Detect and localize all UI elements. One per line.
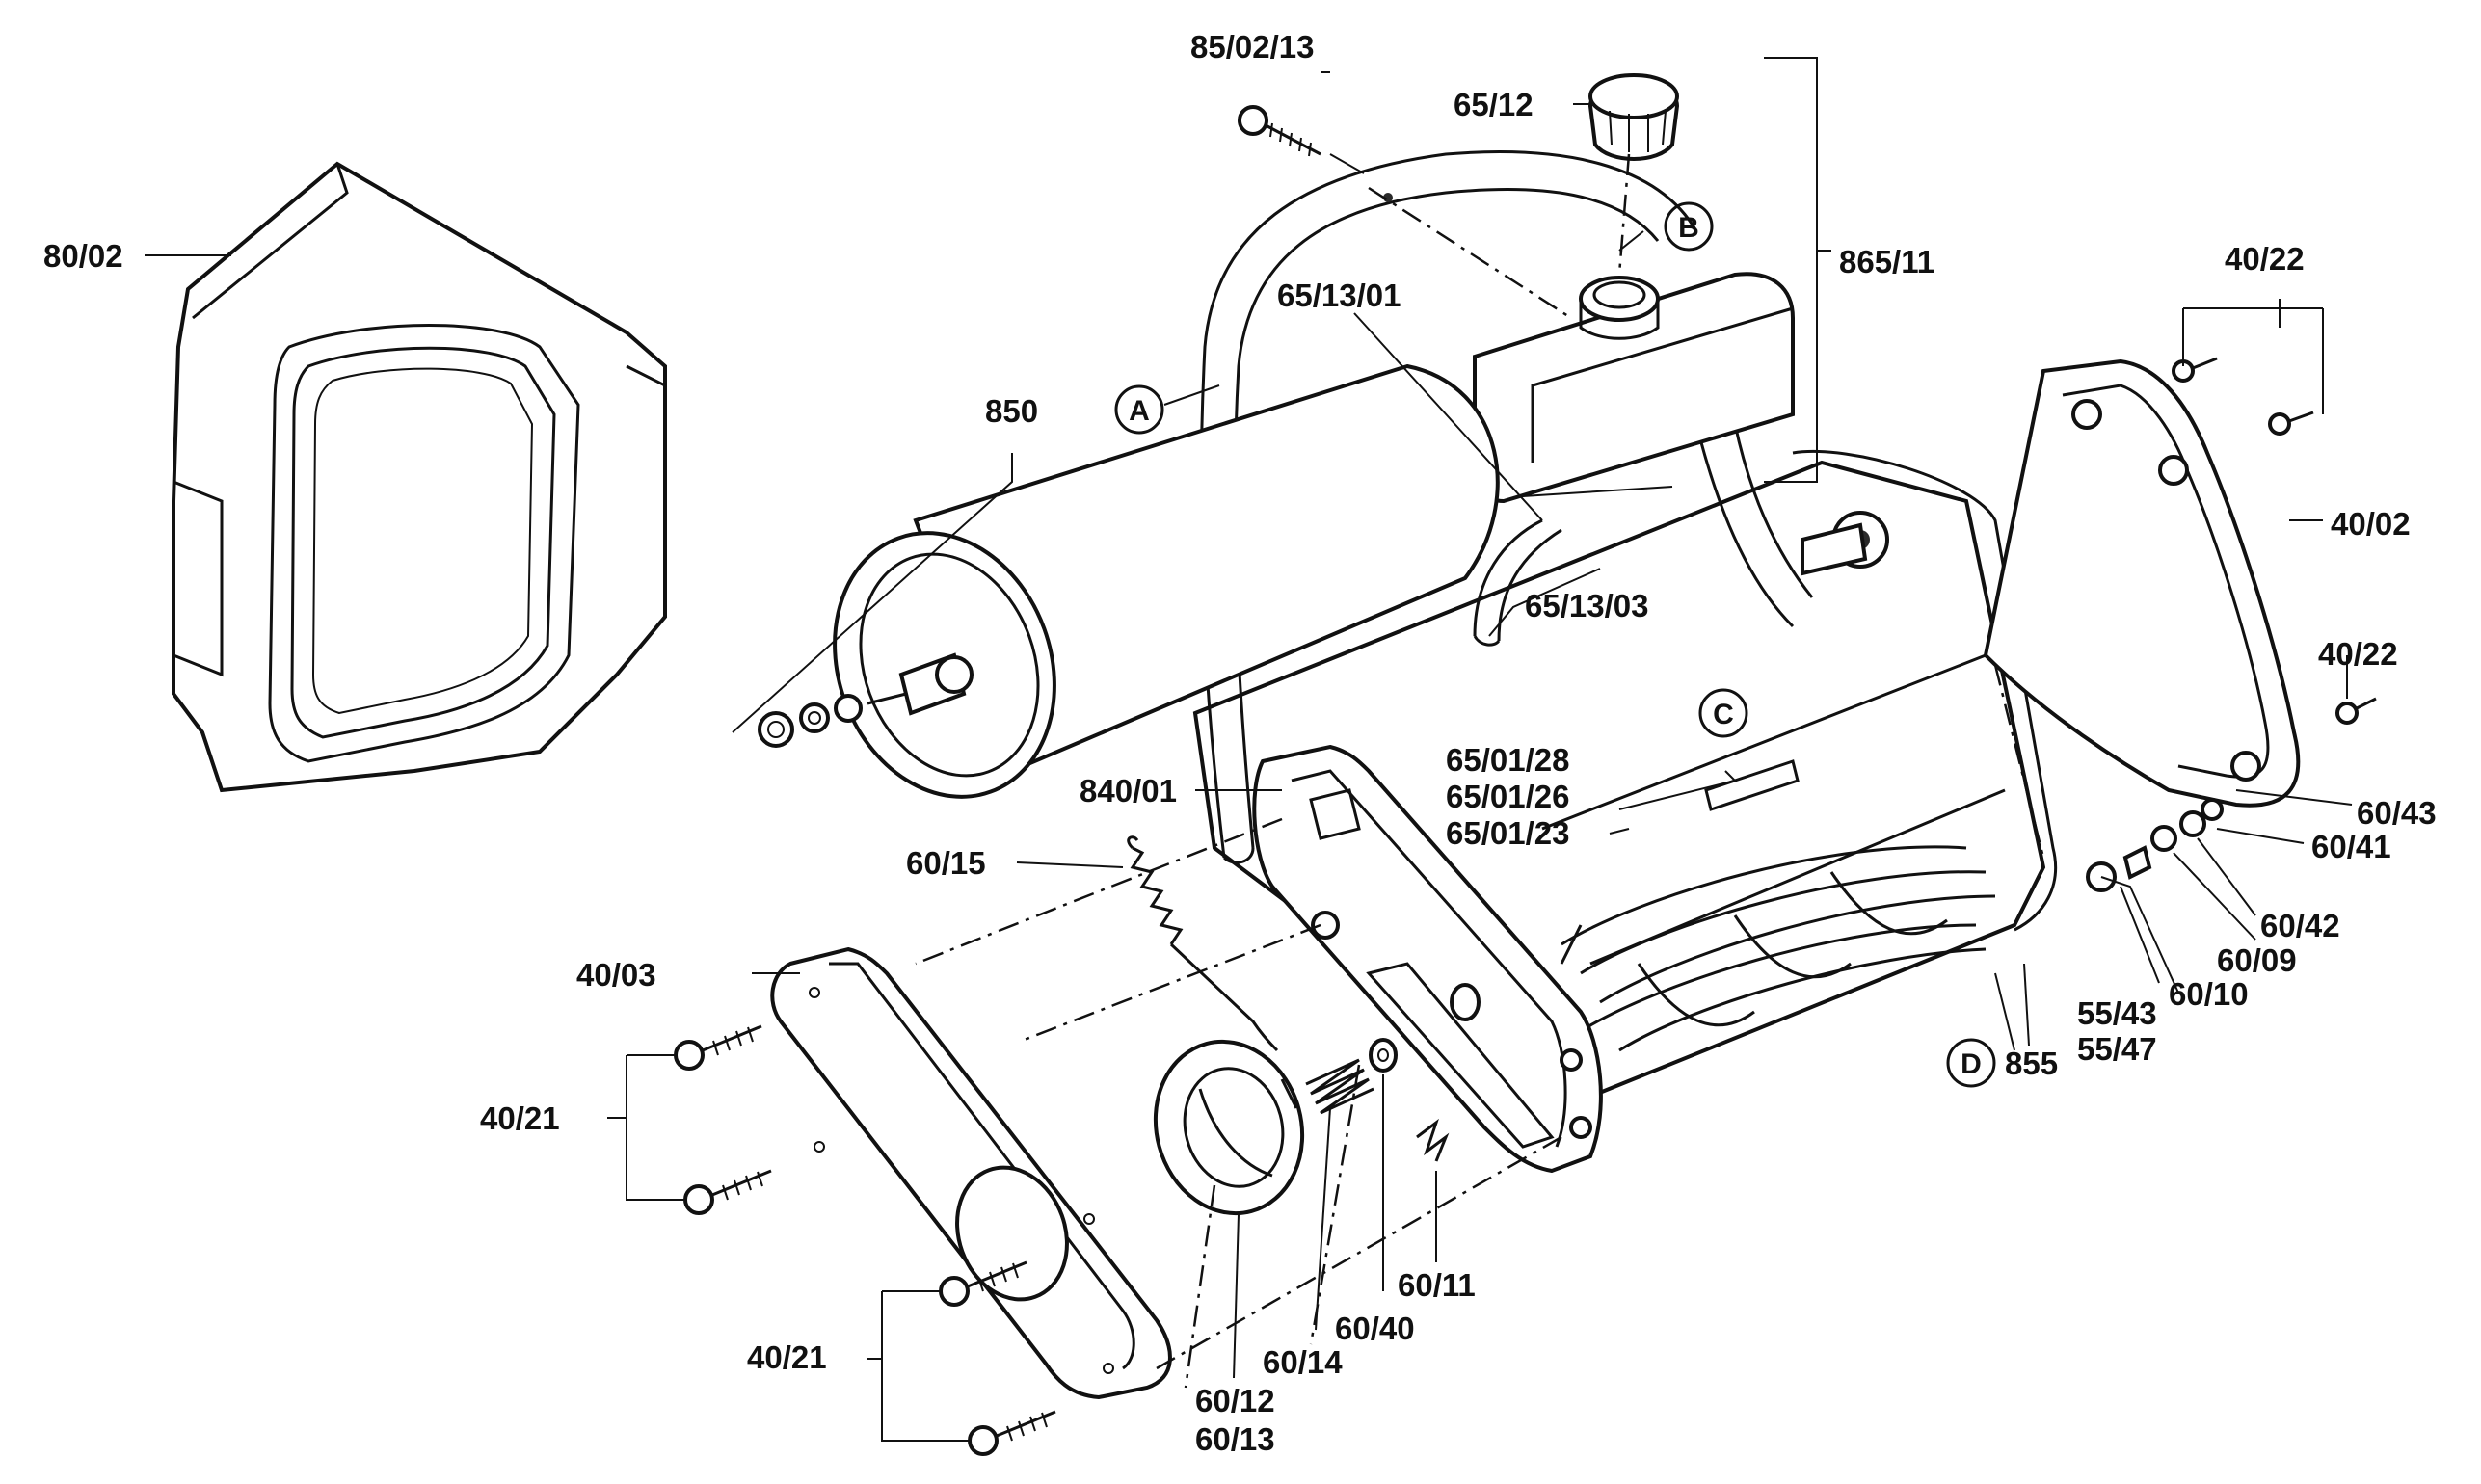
label-40-02: 40/02 — [2331, 506, 2411, 542]
label-40-21-top: 40/21 — [480, 1100, 560, 1136]
label-55-47: 55/47 — [2077, 1031, 2157, 1067]
right-cover-part — [1983, 358, 2301, 808]
washer-60-40-part — [1369, 1038, 1398, 1073]
gear-part — [1153, 1039, 1305, 1216]
label-60-09: 60/09 — [2217, 942, 2297, 978]
label-850: 850 — [985, 393, 1038, 429]
small-hardware-right — [2086, 798, 2224, 892]
label-60-15: 60/15 — [906, 845, 986, 881]
label-65-01-26: 65/01/26 — [1446, 779, 1569, 814]
label-60-10: 60/10 — [2169, 976, 2249, 1012]
screw-40-21-d — [968, 1410, 1056, 1456]
screw-40-21-a — [674, 1024, 762, 1071]
label-65-13-01: 65/13/01 — [1277, 278, 1401, 313]
tank-cap-part — [1587, 73, 1680, 161]
callout-d-letter: D — [1961, 1048, 1982, 1080]
label-80-02: 80/02 — [43, 238, 123, 274]
label-60-41: 60/41 — [2311, 829, 2391, 864]
label-865-11: 865/11 — [1839, 244, 1934, 279]
label-40-22-bottom: 40/22 — [2318, 636, 2398, 672]
screw-40-22-a — [2172, 357, 2218, 383]
label-40-22-top: 40/22 — [2225, 241, 2305, 277]
callout-c-letter: C — [1713, 699, 1734, 730]
label-60-12: 60/12 — [1195, 1383, 1275, 1418]
callout-b-letter: B — [1678, 212, 1699, 244]
label-60-14: 60/14 — [1263, 1344, 1343, 1380]
label-40-21-bottom: 40/21 — [747, 1339, 827, 1375]
label-60-43: 60/43 — [2357, 795, 2437, 831]
screw-40-22-c — [2335, 697, 2377, 725]
side-plate-part — [1252, 744, 1603, 1174]
screw-40-21-c — [939, 1260, 1027, 1307]
label-60-42: 60/42 — [2260, 908, 2340, 943]
label-855: 855 — [2005, 1046, 2058, 1081]
screw-85-02-13 — [1238, 105, 1321, 157]
left-cover-part — [770, 946, 1172, 1400]
leader-lines — [145, 57, 2353, 1442]
roller-part — [758, 363, 1500, 799]
label-40-03: 40/03 — [576, 957, 656, 993]
label-65-13-03: 65/13/03 — [1525, 588, 1648, 623]
tank-part — [1473, 272, 1795, 504]
label-55-43: 55/43 — [2077, 995, 2157, 1031]
cutting-reel-part — [1560, 845, 1996, 1052]
bushing-part — [1450, 983, 1481, 1021]
spring-60-14-part — [1305, 1058, 1374, 1115]
callout-B: B — [1664, 201, 1714, 252]
label-85-02-13: 85/02/13 — [1190, 29, 1314, 65]
part-labels: 80/02 85/02/13 65/12 865/11 65/13/01 850… — [43, 29, 2437, 1457]
callout-C: C — [1698, 688, 1748, 738]
callout-A: A — [1114, 384, 1164, 435]
assembly-lines — [915, 153, 2045, 1389]
screw-40-21-b — [683, 1169, 772, 1215]
label-60-13: 60/13 — [1195, 1421, 1275, 1457]
grass-box-part — [172, 161, 667, 793]
label-60-11: 60/11 — [1398, 1267, 1476, 1303]
screw-40-22-b — [2268, 411, 2314, 436]
spring-60-15-part — [1127, 835, 1279, 1052]
label-60-40: 60/40 — [1335, 1311, 1415, 1346]
label-65-01-28: 65/01/28 — [1446, 742, 1569, 778]
label-65-12: 65/12 — [1454, 87, 1534, 122]
label-840-01: 840/01 — [1080, 773, 1177, 808]
callout-a-letter: A — [1129, 395, 1150, 427]
spring-60-11-part — [1416, 1118, 1450, 1162]
label-65-01-23: 65/01/23 — [1446, 815, 1569, 851]
callout-D: D — [1946, 1038, 1996, 1088]
